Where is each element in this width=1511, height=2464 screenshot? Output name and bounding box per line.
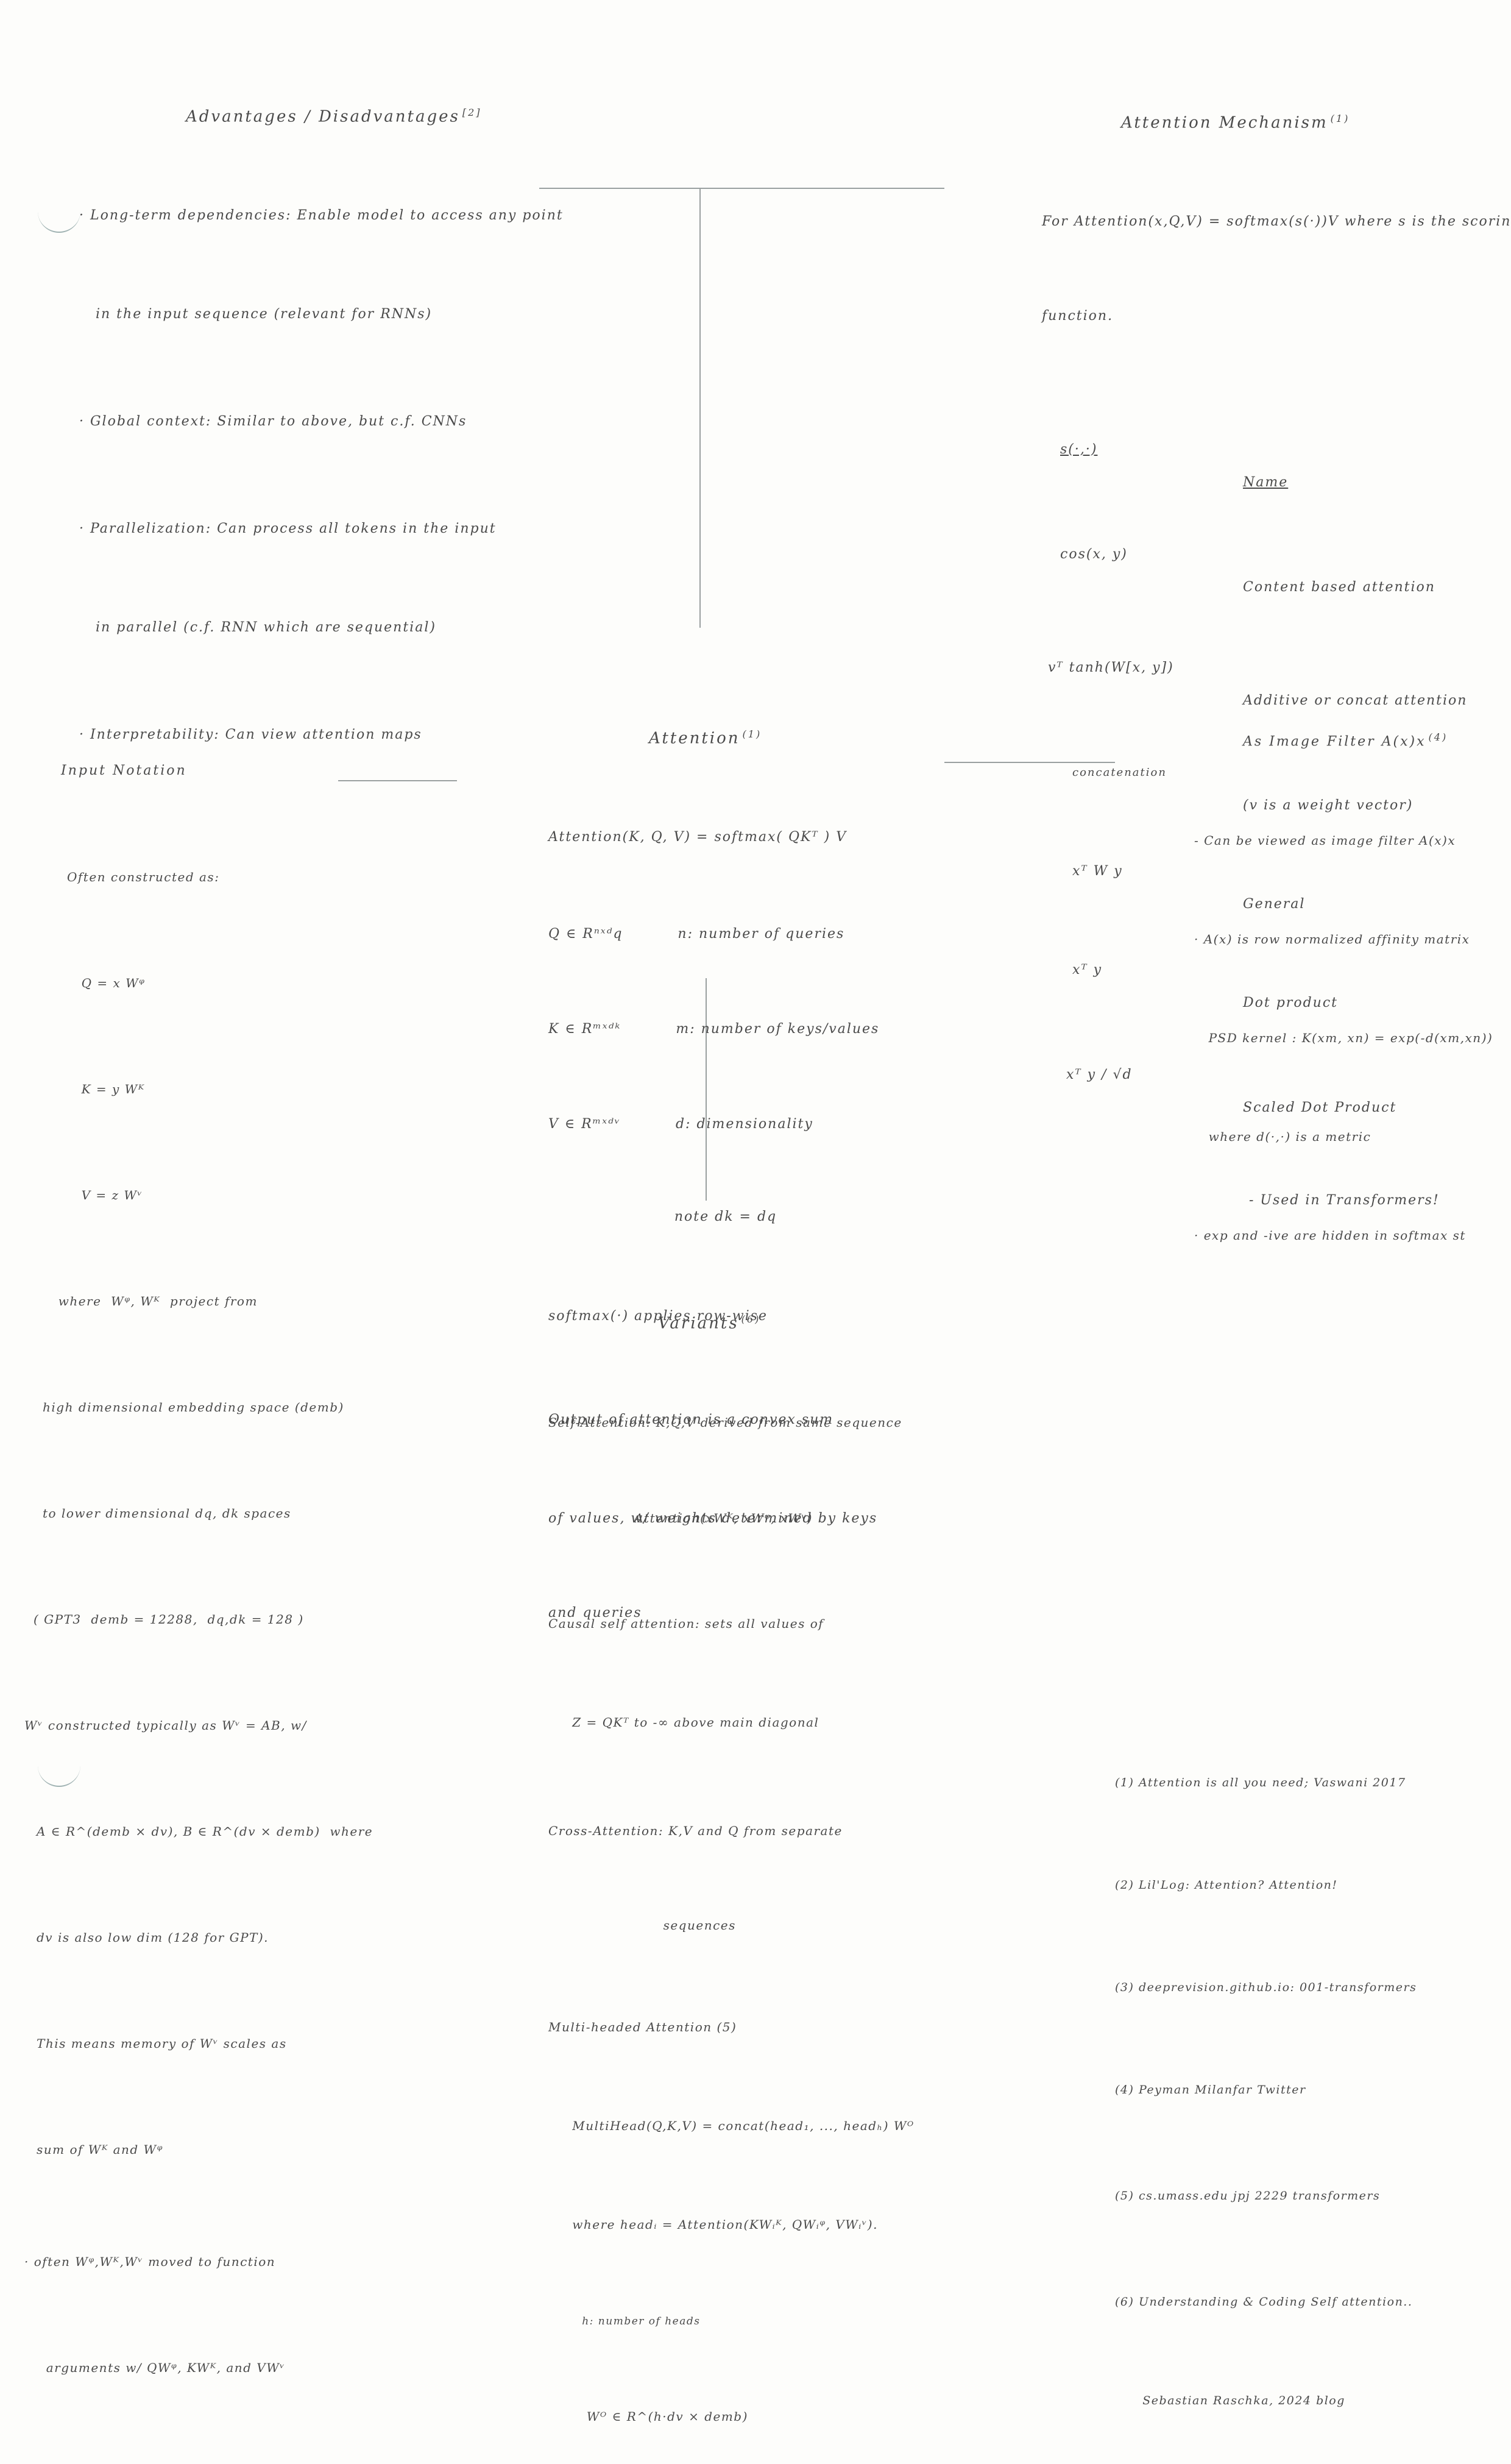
variants-line: where headᵢ = Attention(KWᵢᴷ, QWᵢᵠ, VWᵢᵛ… <box>548 2217 878 2232</box>
advantages-title: Advantages / Disadvantages <box>186 107 460 126</box>
reference-item: (5) cs.umass.edu jpj 2229 transformers <box>1115 2189 1381 2203</box>
mechanism-table-row: xᵀ y Dot product <box>1072 962 1338 1010</box>
variants-line: Self-Attention: K,Q,V derived from same … <box>548 1415 902 1430</box>
variants-line: h: number of heads <box>548 2315 701 2327</box>
variants-title: Variants <box>658 1314 739 1333</box>
input-notation-line: A ∈ R^(demb × dv), B ∈ R^(dv × demb) whe… <box>37 1824 373 1839</box>
attention-line: V ∈ Rᵐˣᵈᵛ d: dimensionality <box>548 1116 813 1132</box>
image-filter-line: - Can be viewed as image filter A(x)x <box>1194 833 1456 848</box>
image-filter-title: As Image Filter A(x)x <box>1243 734 1426 750</box>
variants-line: Z = QKᵀ to -∞ above main diagonal <box>548 1714 819 1730</box>
binder-hole-bottom <box>38 1761 80 1787</box>
variants-ref: (6) <box>741 1313 761 1325</box>
variants-line: Causal self attention: sets all values o… <box>548 1616 824 1631</box>
image-filter-line: PSD kernel : K(xm, xn) = exp(-d(xm,xn)) <box>1194 1031 1493 1046</box>
input-notation-line: dv is also low dim (128 for GPT). <box>37 1930 269 1945</box>
variants-section: Variants(6) Self-Attention: K,Q,V derive… <box>548 1237 915 2464</box>
image-filter-line: · exp and -ive are hidden in softmax st <box>1194 1228 1466 1243</box>
reference-item: (6) Understanding & Coding Self attentio… <box>1115 2295 1413 2309</box>
mechanism-intro: For Attention(x,Q,V) = softmax(s(·))V wh… <box>1042 213 1511 229</box>
mechanism-ref: (1) <box>1330 113 1350 124</box>
input-notation-section: Input Notation Often constructed as: Q =… <box>24 683 373 2421</box>
attention-line: Output of attention is a convex sum <box>548 1411 834 1427</box>
reference-item: (1) Attention is all you need; Vaswani 2… <box>1115 1776 1406 1789</box>
image-filter-section: As Image Filter A(x)x(4) - Can be viewed… <box>1194 655 1493 1285</box>
mechanism-table-row: vᵀ tanh(W[x, y]) Additive or concat atte… <box>1048 659 1468 708</box>
advantages-line: · Long-term dependencies: Enable model t… <box>79 207 564 223</box>
advantages-section: Advantages / Disadvantages[2] · Long-ter… <box>79 30 564 784</box>
input-notation-line: ( GPT3 demb = 12288, dq,dk = 128 ) <box>34 1612 304 1627</box>
advantages-line: · Parallelization: Can process all token… <box>79 520 497 536</box>
attention-section: Attention(1) Attention(K, Q, V) = softma… <box>548 652 879 1658</box>
references-section: (1) Attention is all you need; Vaswani 2… <box>1115 1697 1417 2448</box>
variants-line: Cross-Attention: K,V and Q from separate <box>548 1823 843 1838</box>
variants-line: sequences <box>548 1917 736 1933</box>
input-notation-line: Often constructed as: <box>67 870 220 884</box>
input-notation-line: · often Wᵠ,Wᴷ,Wᵛ moved to function <box>24 2254 276 2269</box>
mechanism-title: Attention Mechanism <box>1121 113 1328 132</box>
attention-title: Attention <box>649 729 740 748</box>
advantages-ref: [2] <box>462 107 482 118</box>
input-notation-title: Input Notation <box>61 763 187 778</box>
mechanism-table-header: s(·,·) Name <box>1042 400 1511 490</box>
reference-item: (2) Lil'Log: Attention? Attention! <box>1115 1878 1338 1892</box>
input-notation-line: This means memory of Wᵛ scales as <box>37 2036 287 2051</box>
name-column-header: Name <box>1243 474 1289 490</box>
connector-left <box>338 780 457 781</box>
input-notation-line: high dimensional embedding space (demb) <box>43 1400 344 1415</box>
connector-bottom-vertical <box>706 978 707 1201</box>
advantages-line: in the input sequence (relevant for RNNs… <box>79 306 433 322</box>
mechanism-table-row: - Used in Transformers! <box>1249 1192 1440 1208</box>
connector-top-horizontal <box>539 188 944 189</box>
variants-line: Attention(xWᴷ, xWᵠ, xWᵛ) <box>548 1510 813 1525</box>
variants-line: Wᴼ ∈ R^(h·dv × demb) <box>548 2409 748 2424</box>
binder-hole-top <box>38 207 80 233</box>
advantages-line: · Global context: Similar to above, but … <box>79 413 467 429</box>
input-notation-line: arguments w/ QWᵠ, KWᴷ, and VWᵛ <box>37 2360 286 2375</box>
advantages-line: in parallel (c.f. RNN which are sequenti… <box>79 619 436 635</box>
mechanism-table-row: xᵀ y / √d Scaled Dot Product <box>1066 1067 1397 1115</box>
attention-line: Attention(K, Q, V) = softmax( QKᵀ ) V <box>548 829 848 845</box>
attention-line: note dk = dq <box>548 1209 777 1224</box>
image-filter-ref: (4) <box>1428 731 1448 743</box>
attention-line: of values, w/ weights determined by keys <box>548 1510 878 1526</box>
image-filter-line: · A(x) is row normalized affinity matrix <box>1194 932 1470 947</box>
variants-line: MultiHead(Q,K,V) = concat(head₁, ..., he… <box>548 2118 915 2133</box>
mechanism-table-row: concatenation (v is a weight vector) <box>1072 765 1414 813</box>
attention-line: Q ∈ Rⁿˣᵈq n: number of queries <box>548 926 845 942</box>
connector-right <box>944 762 1115 763</box>
attention-line: K ∈ Rᵐˣᵈᵏ m: number of keys/values <box>548 1021 880 1037</box>
image-filter-line: where d(·,·) is a metric <box>1194 1129 1371 1145</box>
input-notation-line: Q = x Wᵠ <box>67 976 146 990</box>
attention-line: softmax(·) applies row-wise <box>548 1308 768 1324</box>
input-notation-line: sum of Wᴷ and Wᵠ <box>37 2142 163 2157</box>
reference-item: (4) Peyman Milanfar Twitter <box>1115 2083 1306 2097</box>
attention-ref: (1) <box>742 728 762 740</box>
input-notation-line: Wᵛ constructed typically as Wᵛ = AB, w/ <box>24 1718 307 1733</box>
variants-line: Multi-headed Attention (5) <box>548 2019 737 2034</box>
score-column-header: s(·,·) <box>1060 441 1098 457</box>
reference-item: (3) deeprevision.github.io: 001-transfor… <box>1115 1981 1417 1994</box>
mechanism-table-row: cos(x, y) Content based attention <box>1060 546 1435 595</box>
connector-top-vertical <box>699 189 701 628</box>
mechanism-table-row: xᵀ W y General <box>1072 863 1306 912</box>
input-notation-line: V = z Wᵛ <box>67 1188 143 1202</box>
mechanism-intro-continued: function. <box>1042 308 1114 324</box>
input-notation-line: to lower dimensional dq, dk spaces <box>43 1506 291 1521</box>
mechanism-section: Attention Mechanism(1) For Attention(x,Q… <box>1042 37 1511 1208</box>
reference-item: Sebastian Raschka, 2024 blog <box>1115 2394 1345 2407</box>
attention-line: and queries <box>548 1605 642 1621</box>
advantages-line: · Interpretability: Can view attention m… <box>79 726 422 742</box>
input-notation-line: where Wᵠ, Wᴷ project from <box>49 1294 258 1308</box>
input-notation-line: K = y Wᴷ <box>67 1082 145 1096</box>
